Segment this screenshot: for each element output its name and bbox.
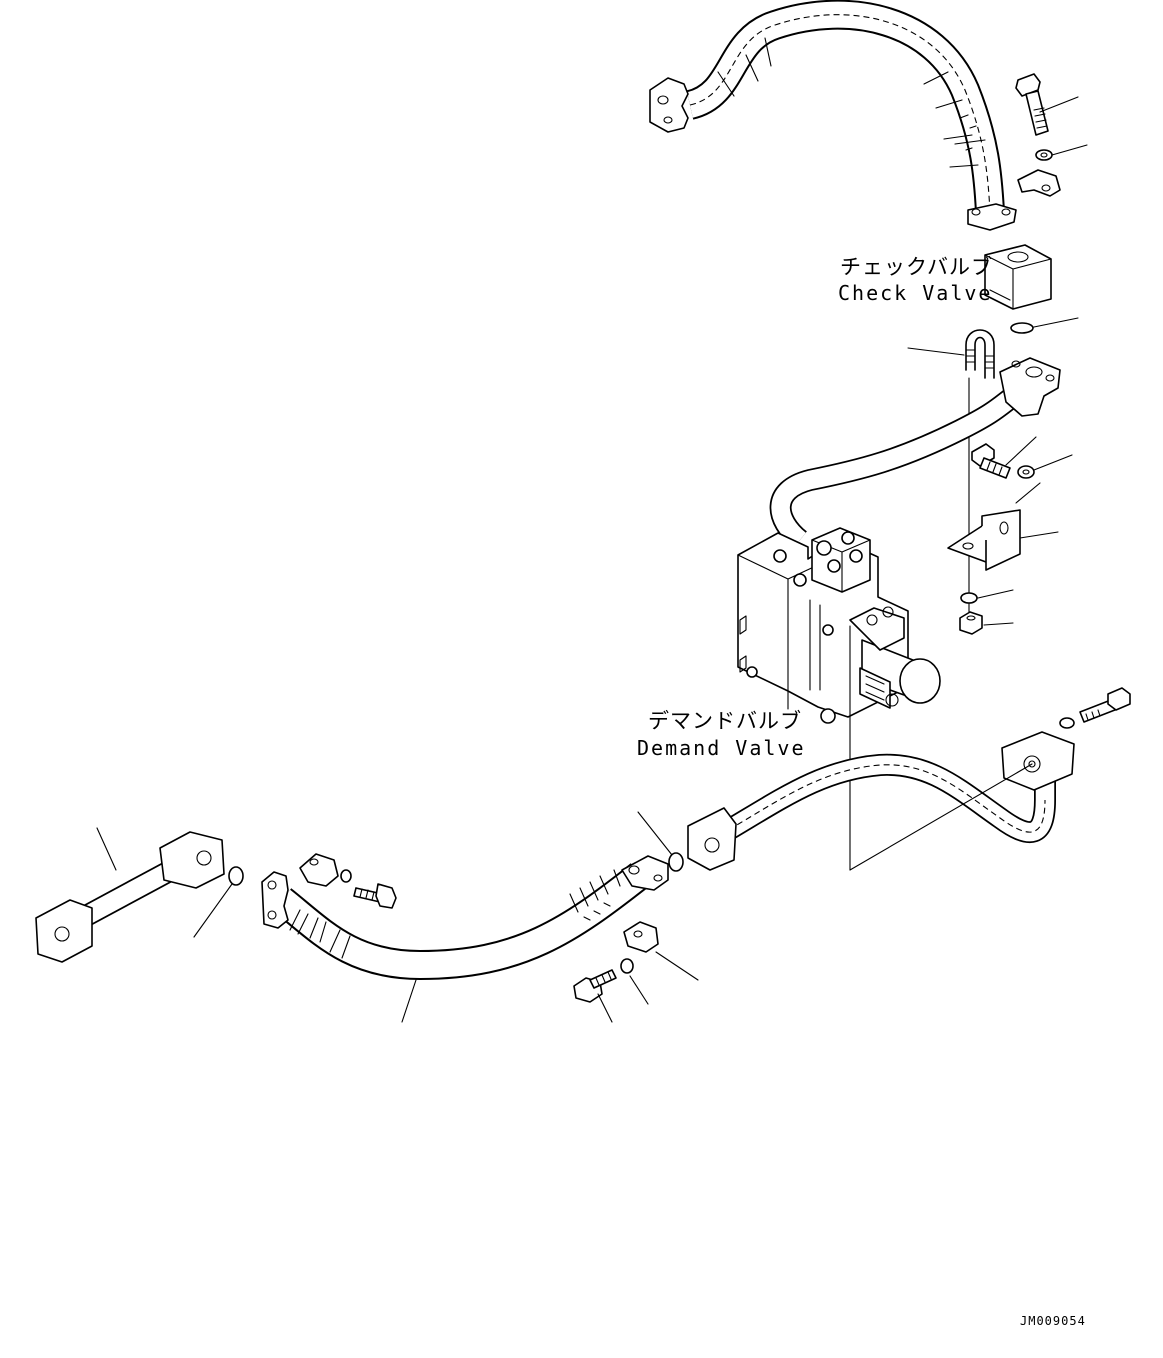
lower-hose-assembly	[261, 855, 669, 1023]
check-to-demand-tube	[769, 357, 1061, 549]
u-bolt	[907, 329, 995, 613]
demand-valve-label-jp: デマンドバルブ	[648, 709, 802, 733]
upper-bolt-set	[1015, 73, 1088, 197]
demand-valve-body	[737, 527, 941, 871]
demand-valve-label-en: Demand Valve	[637, 736, 806, 760]
lower-right-tube	[637, 687, 1131, 872]
demand-valve-label: デマンドバルブ Demand Valve	[637, 709, 806, 760]
lower-hose-fasteners	[299, 853, 699, 1023]
bracket-fastener-set	[947, 436, 1073, 635]
upper-hose-assembly	[649, 0, 1017, 231]
far-left-tube	[35, 827, 244, 963]
check-valve-label-jp: チェックバルブ	[840, 255, 993, 279]
check-valve-label-en: Check Valve	[838, 281, 992, 305]
check-valve-label: チェックバルブ Check Valve	[838, 255, 993, 305]
drawing-code: JM009054	[1020, 1314, 1086, 1328]
check-valve-block	[984, 244, 1079, 334]
